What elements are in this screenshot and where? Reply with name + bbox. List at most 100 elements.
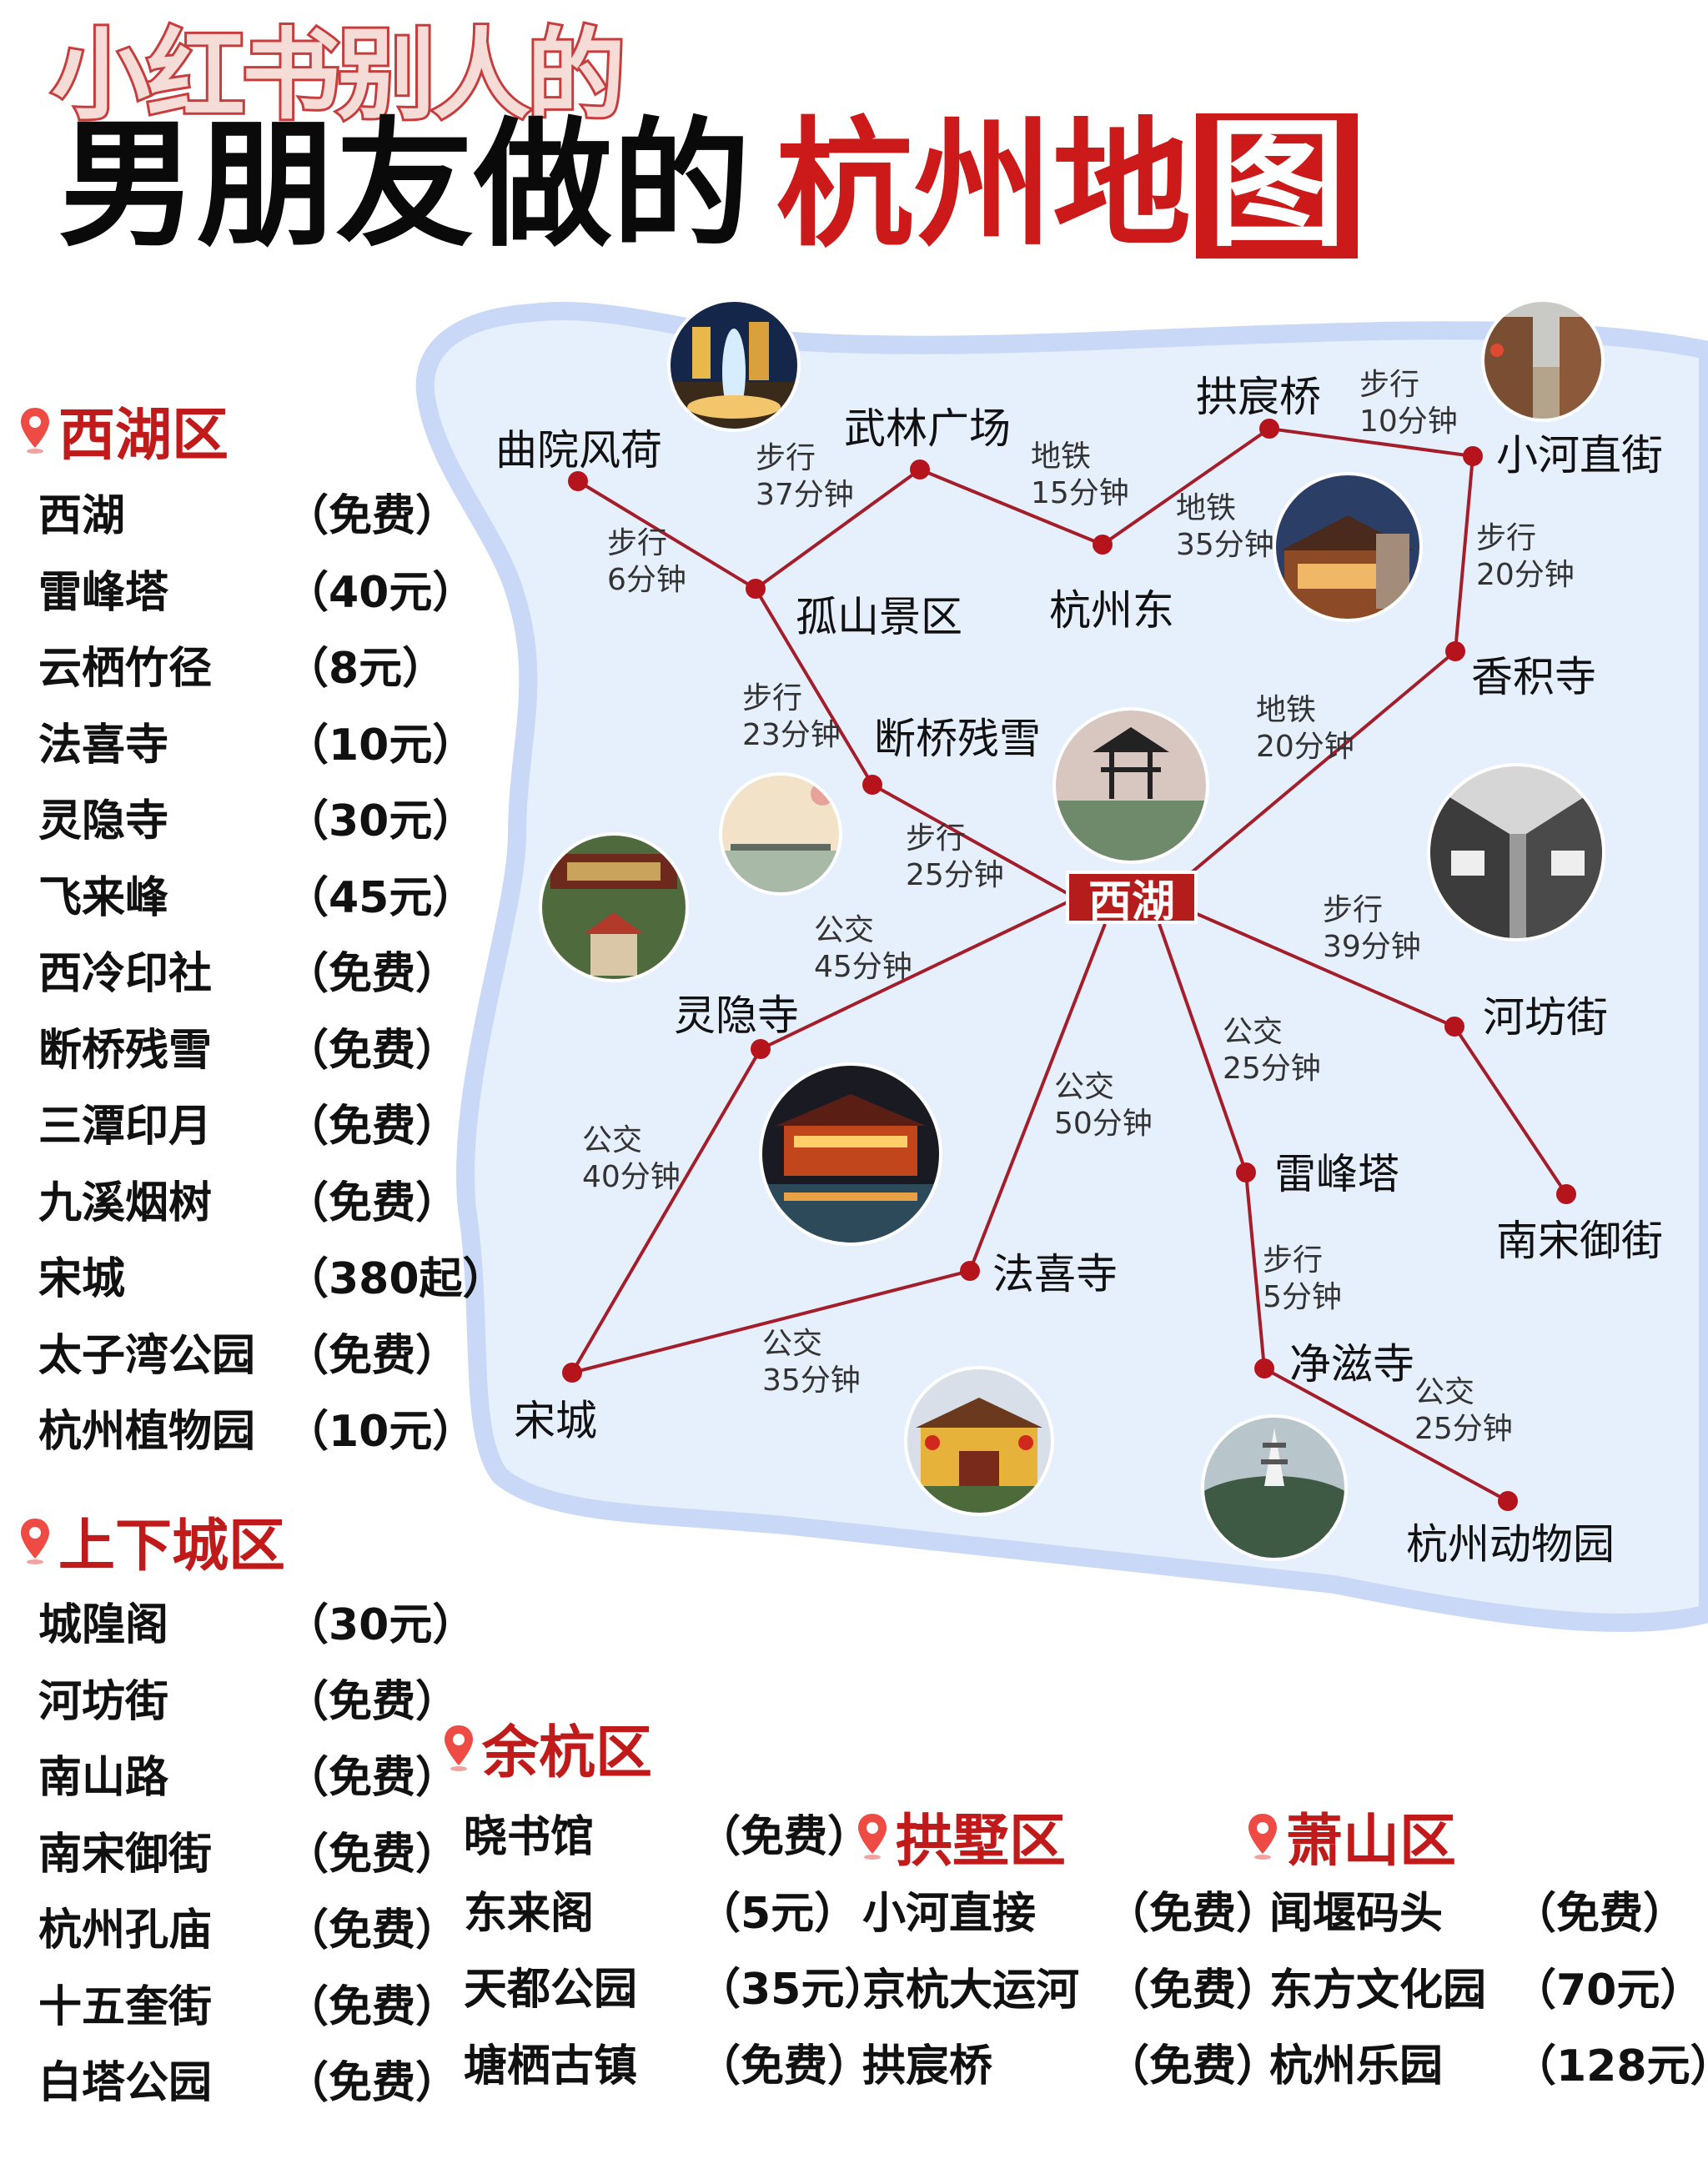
list-item: 东来阁（5元） <box>464 1888 858 1939</box>
map-region <box>415 302 1708 1633</box>
photo-old-street <box>1481 299 1605 422</box>
stop-lingyin <box>751 1039 771 1059</box>
title-black-part: 男朋友做的 <box>58 105 751 266</box>
photo-alley-roofs <box>1427 763 1605 941</box>
list-item: 杭州乐园（128元） <box>1269 2041 1708 2092</box>
stop-zoo <box>1498 1491 1518 1511</box>
list-item: 法喜寺（10元） <box>38 720 476 771</box>
route-lines <box>570 427 1568 1503</box>
place-label-duanqiao: 断桥残雪 <box>874 715 1041 763</box>
stop-songcheng <box>562 1363 582 1383</box>
list-item: 河坊街（免费） <box>38 1676 460 1727</box>
place-label-leifeng: 雷峰塔 <box>1274 1150 1399 1198</box>
place-label-lingyin: 灵隐寺 <box>674 992 799 1040</box>
stop-duanqiao <box>862 775 882 795</box>
district-name: 西湖区 <box>58 403 229 469</box>
list-item: 三潭印月（免费） <box>38 1102 460 1152</box>
location-pin-icon <box>858 1813 887 1860</box>
stop-wulin <box>910 459 930 479</box>
place-label-wulin: 武林广场 <box>844 404 1011 453</box>
district-name: 萧山区 <box>1286 1809 1457 1875</box>
title-red-box: 图 <box>1196 113 1358 259</box>
stop-hefang <box>1444 1017 1464 1037</box>
place-label-xiangji: 香积寺 <box>1471 653 1596 701</box>
district-name: 余杭区 <box>482 1720 653 1786</box>
stop-nansong <box>1556 1184 1576 1204</box>
place-label-hefang: 河坊街 <box>1483 993 1608 1042</box>
location-pin-icon <box>21 1518 49 1564</box>
district-title-xiaoshan: 萧山区 <box>1246 1795 1456 1877</box>
list-item: 拱宸桥（免费） <box>862 2041 1280 2092</box>
list-item: 南山路（免费） <box>38 1753 460 1804</box>
list-item: 西湖（免费） <box>38 491 460 542</box>
list-item: 九溪烟树（免费） <box>38 1177 460 1228</box>
place-label-zoo: 杭州动物园 <box>1406 1520 1615 1569</box>
photo-temple-night <box>1273 472 1423 622</box>
place-label-faxi: 法喜寺 <box>992 1250 1118 1298</box>
attraction-list-gongshu: 小河直接（免费） 京杭大运河（免费） 拱宸桥（免费） <box>862 1871 1279 2101</box>
list-item: 杭州植物园（10元） <box>38 1407 476 1458</box>
district-title-yuhang: 余杭区 <box>442 1706 652 1789</box>
list-item: 西冷印社（免费） <box>38 949 460 1000</box>
photo-night-building <box>759 1062 942 1246</box>
place-label-xiaohe: 小河直街 <box>1496 431 1663 479</box>
stop-xiangji <box>1445 641 1465 661</box>
list-item: 东方文化园（70元） <box>1269 1965 1704 2016</box>
list-item: 天都公园（35元） <box>464 1965 888 2016</box>
stop-leifeng <box>1236 1162 1256 1182</box>
list-item: 雷峰塔（40元） <box>38 567 476 618</box>
place-label-jingci: 净滋寺 <box>1289 1340 1414 1388</box>
page-title: 男朋友做的杭州地图 <box>58 105 1358 266</box>
photo-lake-pavilion <box>1052 707 1209 864</box>
list-item: 飞来峰（45元） <box>38 872 476 923</box>
list-item: 城隍阁（30元） <box>38 1600 476 1651</box>
list-item: 断桥残雪（免费） <box>38 1025 460 1076</box>
list-item: 闻堰码头（免费） <box>1269 1889 1687 1940</box>
list-item: 南宋御街（免费） <box>38 1829 460 1880</box>
district-name: 拱墅区 <box>896 1809 1067 1875</box>
stop-jingci <box>1254 1358 1274 1378</box>
place-label-gongchen: 拱宸桥 <box>1196 373 1321 421</box>
stop-quyuan <box>568 471 588 491</box>
place-label-gushan: 孤山景区 <box>796 593 962 641</box>
attraction-list-yuhang: 晓书馆（免费） 东来阁（5元） 天都公园（35元） 塘栖古镇（免费） <box>464 1795 887 2100</box>
photo-broken-bridge <box>719 772 842 896</box>
location-pin-icon <box>445 1725 473 1771</box>
list-item: 宋城（380起） <box>38 1254 506 1305</box>
district-title-shangxiacheng: 上下城区 <box>18 1499 285 1582</box>
attraction-list-xihu: 西湖（免费） 雷峰塔（40元） 云栖竹径（8元） 法喜寺（10元） 灵隐寺（30… <box>38 474 506 1466</box>
photo-yellow-temple <box>904 1366 1054 1516</box>
list-item: 太子湾公园（免费） <box>38 1330 460 1381</box>
list-item: 白塔公园（免费） <box>38 2058 460 2109</box>
location-pin-icon <box>21 407 49 454</box>
place-label-hzdong: 杭州东 <box>1049 586 1174 635</box>
place-label-quyuan: 曲院风荷 <box>495 426 662 474</box>
stop-gongchen <box>1259 419 1279 439</box>
stop-gushan <box>746 579 766 599</box>
photo-pagoda-hills <box>1201 1414 1348 1561</box>
stop-xiaohe <box>1463 446 1483 466</box>
list-item: 塘栖古镇（免费） <box>464 2041 872 2091</box>
list-item: 杭州孔庙（免费） <box>38 1905 460 1956</box>
place-label-songcheng: 宋城 <box>514 1397 597 1445</box>
attraction-list-xiaoshan: 闻堰码头（免费） 东方文化园（70元） 杭州乐园（128元） <box>1269 1871 1708 2101</box>
attraction-list-shangxiacheng: 城隍阁（30元） 河坊街（免费） 南山路（免费） 南宋御街（免费） 杭州孔庙（免… <box>38 1583 475 2117</box>
stop-faxi <box>960 1261 980 1281</box>
place-label-nansong: 南宋御街 <box>1496 1217 1663 1265</box>
